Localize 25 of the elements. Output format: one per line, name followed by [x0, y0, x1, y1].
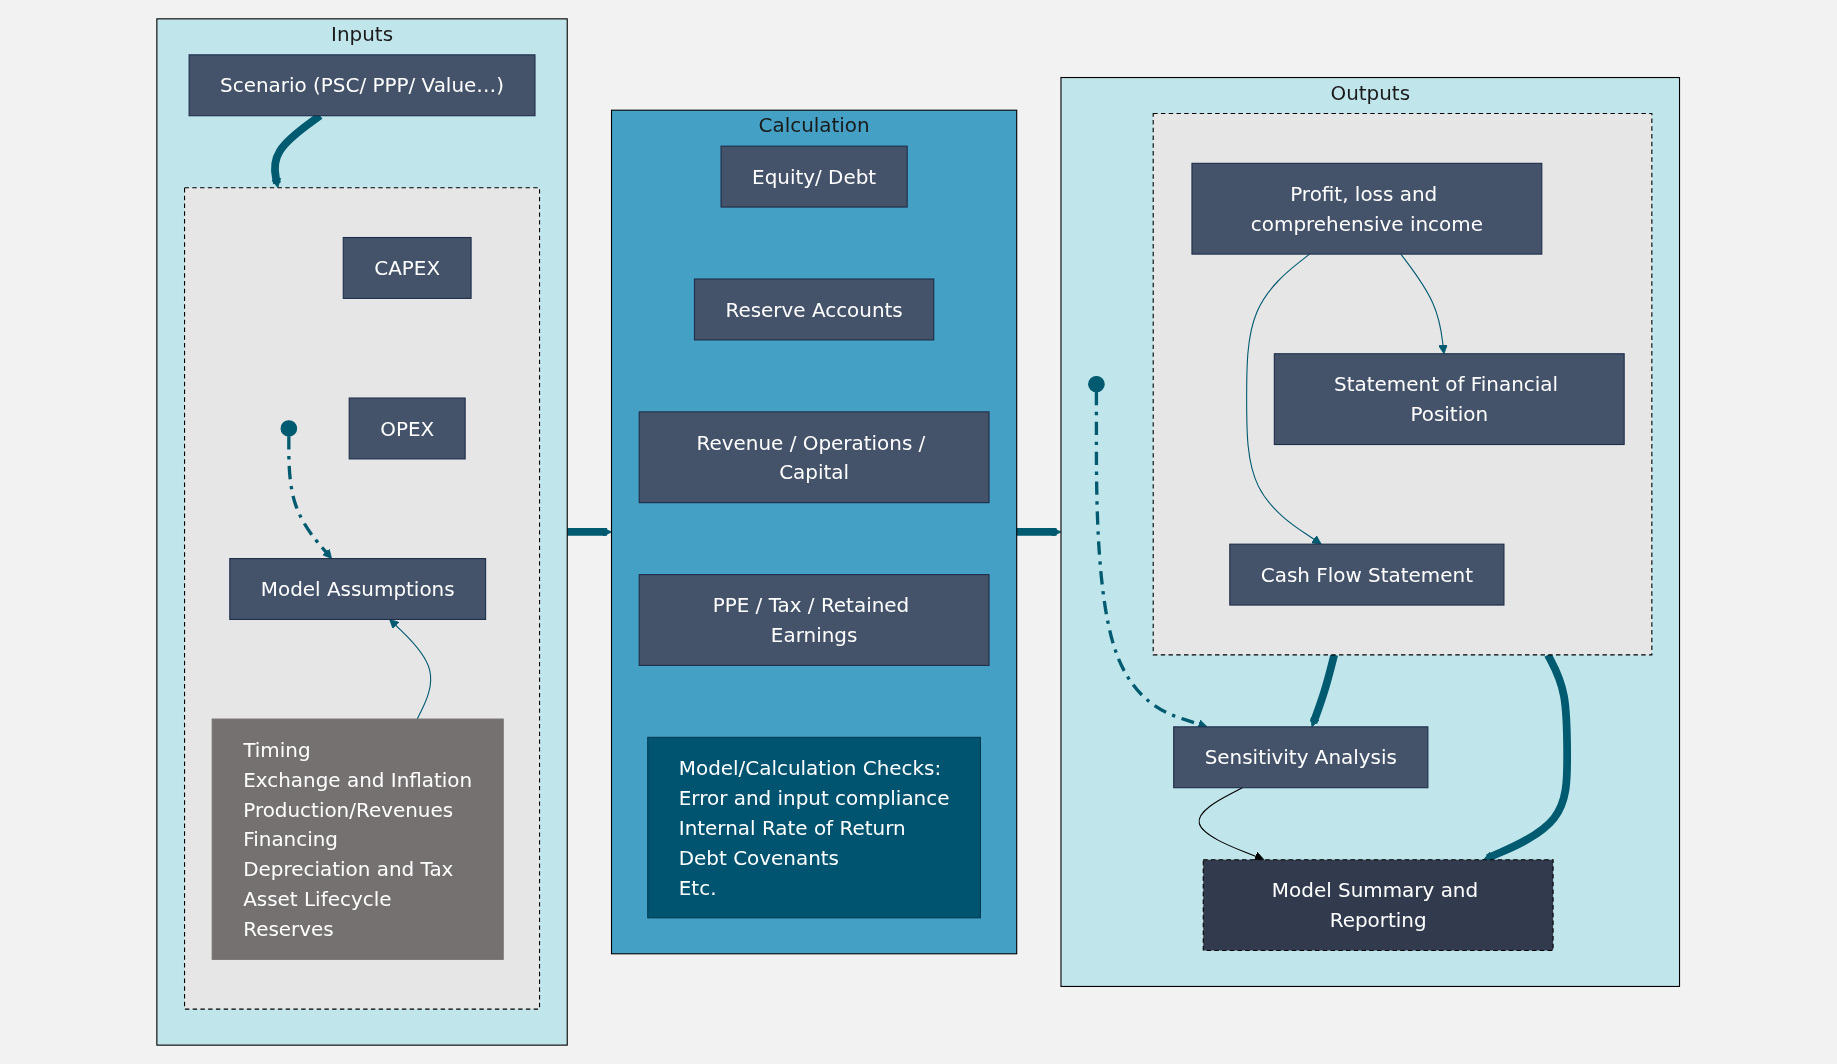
- cluster: [184, 187, 541, 1010]
- arrow: [1310, 653, 1339, 728]
- node-box: Cash Flow Statement: [1229, 543, 1505, 606]
- arrow: [1400, 253, 1449, 355]
- node-box: Model/Calculation Checks: Error and input compliance Internal Rate of Return Debt Covenants Etc.: [647, 736, 982, 919]
- node-box: OPEX: [348, 397, 466, 460]
- node-box: Model Assumptions: [229, 558, 487, 620]
- node-box: PPE / Tax / Retained Earnings: [638, 574, 990, 666]
- node-box: Statement of Financial Position: [1274, 353, 1626, 446]
- node-box: CAPEX: [343, 236, 472, 299]
- arrow: [567, 527, 613, 537]
- node-box: Timing Exchange and Inflation Production/Revenues Financing Depreciation and Tax Asset Lifecycle Reserves: [211, 718, 505, 960]
- node-box: Scenario (PSC/ PPP/ Value…): [188, 54, 536, 117]
- arrow: [287, 436, 333, 559]
- cluster: [1152, 112, 1653, 656]
- node-box: Model Summary and Reporting: [1203, 859, 1554, 952]
- node-box: Sensitivity Analysis: [1173, 726, 1429, 789]
- arrow: [389, 619, 432, 720]
- node-box: Reserve Accounts: [694, 278, 935, 341]
- node-box: Revenue / Operations / Capital: [638, 411, 990, 504]
- node-box: Equity/ Debt: [720, 145, 909, 208]
- node-box: Profit, loss and comprehensive income: [1191, 162, 1543, 255]
- arrow: [1198, 787, 1265, 861]
- arrow: [1016, 527, 1062, 537]
- arrow: [1246, 253, 1322, 545]
